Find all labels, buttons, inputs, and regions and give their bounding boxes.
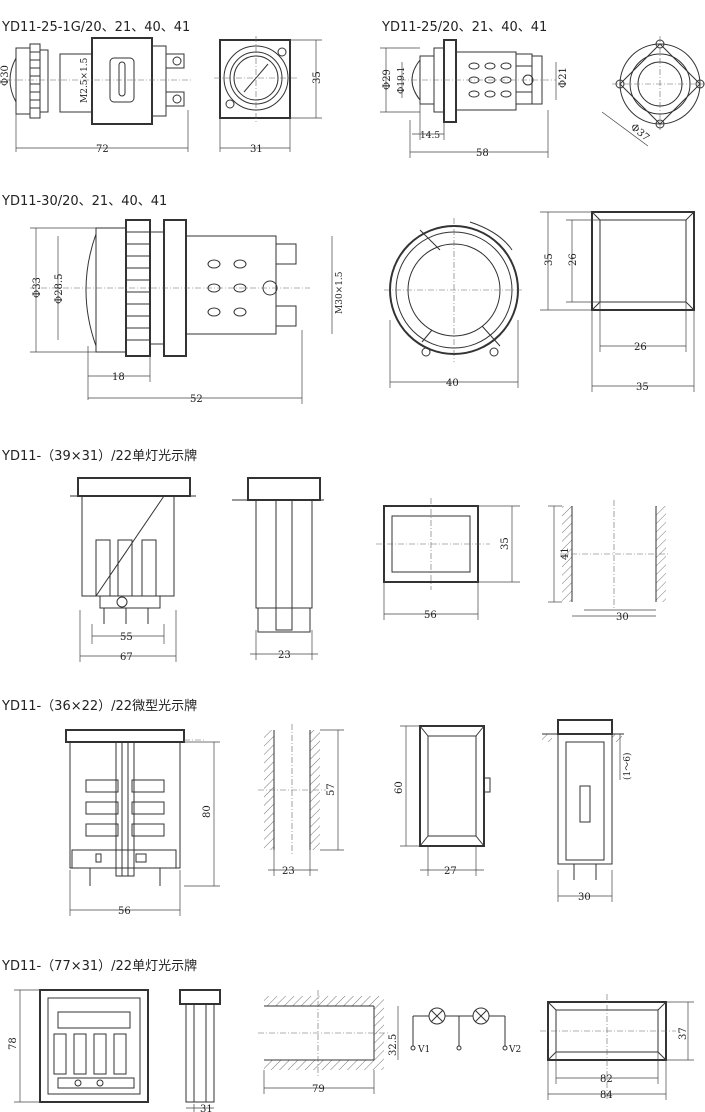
dim-40: 40 [446,378,459,389]
dim-82: 82 [600,1074,613,1085]
yd11-39x31-front-view: 56 35 [376,498,520,621]
yd11-25-1g-front-view [214,36,298,124]
yd11-36x22-mounted-view: (1～6) 30 [542,719,633,903]
dim-30b: 30 [578,892,591,903]
yd11-30-square-view: 35 26 26 35 [540,211,695,393]
dim-35c: 35 [636,382,649,393]
dims-2: Φ33 Φ28.5 M30×1.5 18 52 [30,227,345,405]
dim-56b: 56 [118,906,131,917]
dim-79: 79 [312,1084,325,1095]
yd11-36x22-front-view: 60 27 [394,725,491,877]
dim-60: 60 [394,781,405,794]
yd11-39x31-side-view: 55 67 [70,477,196,663]
header-yd11-25-1g: YD11-25-1G/20、21、40、41 [2,20,191,35]
dims-1b: Φ29 Φ19.1 Φ21 14.5 58 [380,47,569,159]
dim-57: 57 [326,783,337,796]
yd11-77x31-front-plate: 37 82 84 [540,994,694,1101]
yd11-25-rear-view: Φ37 [601,36,705,147]
yd11-77x31-circuit: V1 V2 [410,1007,521,1055]
dim-52: 52 [190,394,203,405]
dim-phi191: Φ19.1 [397,67,407,94]
yd11-77x31-side-view: 31 [179,989,221,1112]
dim-phi30: Φ30 [0,65,11,86]
dim-m25: M2.5×1.5 [80,57,90,103]
dim-58: 58 [476,148,489,159]
dim-55: 55 [120,632,133,643]
dim-67: 67 [120,652,133,663]
dim-1-6: (1～6) [622,753,633,780]
dim-37: 37 [678,1027,689,1040]
dim-41: 41 [560,547,571,560]
dim-23b: 23 [282,866,295,877]
label-v2: V2 [508,1045,521,1055]
yd11-30-side-view [30,219,310,357]
dim-phi29: Φ29 [382,69,393,90]
dim-phi33: Φ33 [32,277,43,298]
yd11-25-1g-side-view [6,37,192,125]
yd11-39x31-cutout: 41 30 [548,500,670,623]
dim-26b: 26 [634,342,647,353]
dim-78: 78 [8,1037,19,1050]
dims-1a: 72 Φ30 M2.5×1.5 [0,57,189,155]
dim-phi21: Φ21 [558,67,569,88]
dim-phi28-5: Φ28.5 [54,274,65,304]
header-yd11-30: YD11-30/20、21、40、41 [2,194,168,209]
yd11-25-side-view [400,39,556,123]
dim-84: 84 [600,1090,613,1101]
dim-14-5: 14.5 [420,131,440,141]
header-yd11-25: YD11-25/20、21、40、41 [382,20,548,35]
dim-m30: M30×1.5 [335,271,345,314]
yd11-77x31-front-view: 78 [8,989,149,1103]
yd11-36x22-cutout: 57 23 [258,724,344,877]
dim-26a: 26 [568,253,579,266]
dims-1a-front: 31 35 [219,39,323,155]
yd11-36x22-side-view: 80 56 [65,729,220,917]
dim-31b: 31 [200,1104,213,1112]
dim-27: 27 [444,866,457,877]
dim-35d: 35 [500,537,511,550]
dim-30a: 30 [616,612,629,623]
header-yd11-77x31: YD11-（77×31）/22单灯光示牌 [2,959,198,974]
dim-phi37: Φ37 [628,122,651,144]
yd11-30-front-view: 40 [384,218,524,389]
dim-56a: 56 [424,610,437,621]
dim-72: 72 [96,144,109,155]
yd11-77x31-cutout: 79 32.5 [258,990,399,1095]
dim-80: 80 [202,805,213,818]
dim-31: 31 [250,144,263,155]
dim-35b: 35 [544,253,555,266]
header-yd11-36x22: YD11-（36×22）/22微型光示牌 [2,699,198,714]
dim-18: 18 [112,372,125,383]
dim-35: 35 [312,71,323,84]
label-v1: V1 [417,1045,430,1055]
yd11-39x31-profile-view: 23 [232,477,324,661]
dim-23a: 23 [278,650,291,661]
header-yd11-39x31: YD11-（39×31）/22单灯光示牌 [2,449,198,464]
dim-32-5: 32.5 [388,1034,399,1056]
